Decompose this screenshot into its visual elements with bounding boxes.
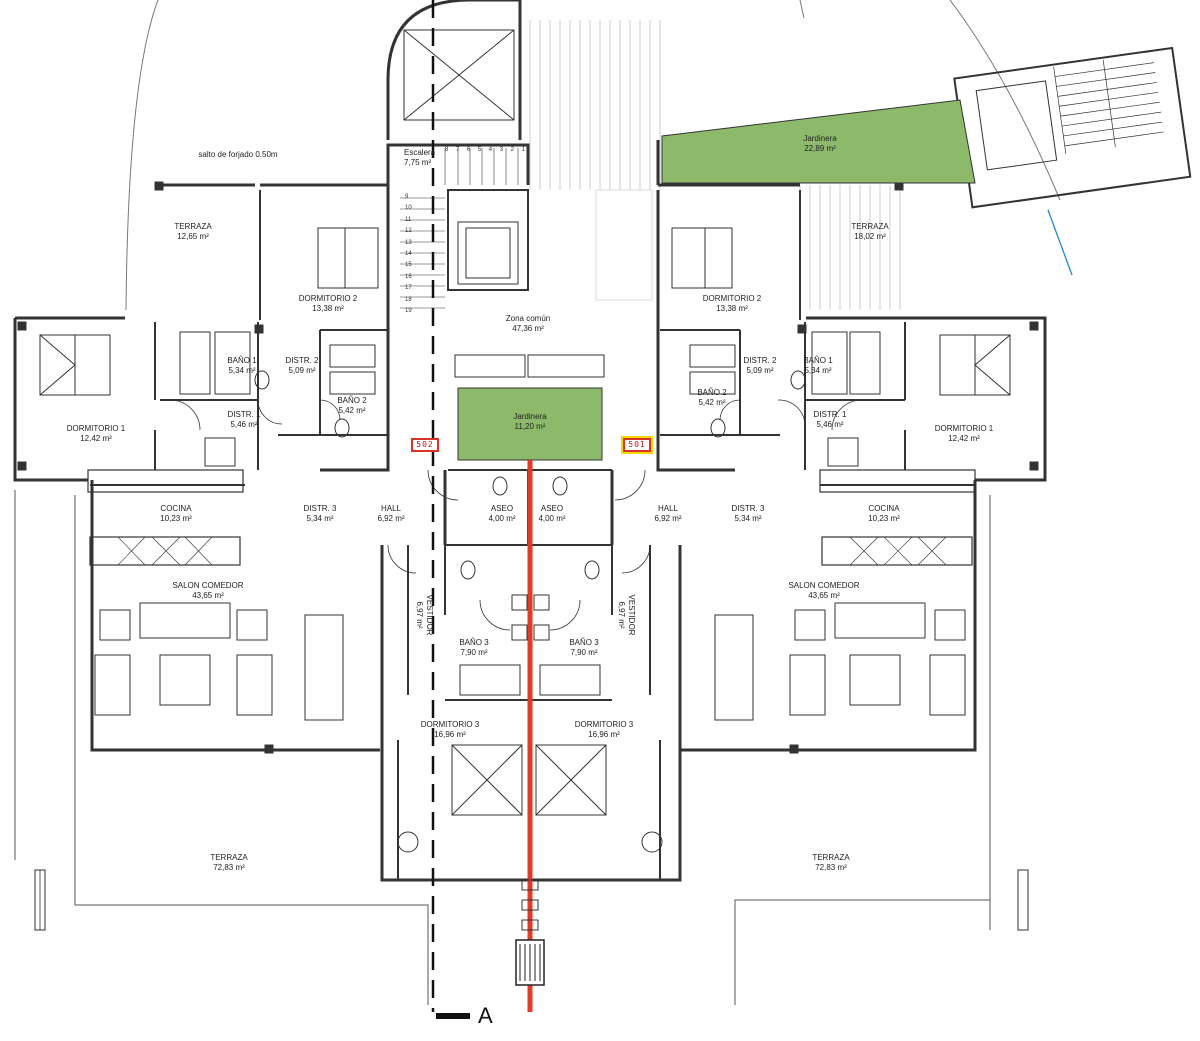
step-number: 19 xyxy=(405,307,412,314)
unit-tag-501[interactable]: 501 xyxy=(623,438,651,452)
step-number: 5 xyxy=(477,147,482,153)
step-number: 6 xyxy=(466,147,471,153)
step-number: 17 xyxy=(405,285,412,292)
step-number: 3 xyxy=(499,147,504,153)
step-number: 9 xyxy=(405,194,409,200)
salto-note: salto de forjado 0.50m xyxy=(198,150,278,159)
step-number: 10 xyxy=(405,205,412,212)
step-number: 12 xyxy=(405,228,412,235)
garden-top xyxy=(661,99,976,184)
step-number: 1 xyxy=(521,147,525,153)
section-marker-a: A xyxy=(478,1003,493,1028)
stair-steps-side: 9 10 11 12 13 14 15 16 17 18 19 xyxy=(405,194,417,314)
step-number: 2 xyxy=(510,147,514,153)
step-number: 8 xyxy=(445,147,449,153)
step-number: 13 xyxy=(405,239,412,246)
step-number: 7 xyxy=(455,147,460,153)
step-number: 15 xyxy=(405,262,412,269)
stair-steps-top: 8 7 6 5 4 3 2 1 xyxy=(445,147,525,157)
step-number: 4 xyxy=(488,147,493,153)
step-number: 14 xyxy=(405,250,412,257)
step-number: 16 xyxy=(405,273,412,280)
unit-tag-502[interactable]: 502 xyxy=(411,438,439,452)
step-number: 11 xyxy=(405,216,412,223)
step-number: 18 xyxy=(405,296,412,303)
